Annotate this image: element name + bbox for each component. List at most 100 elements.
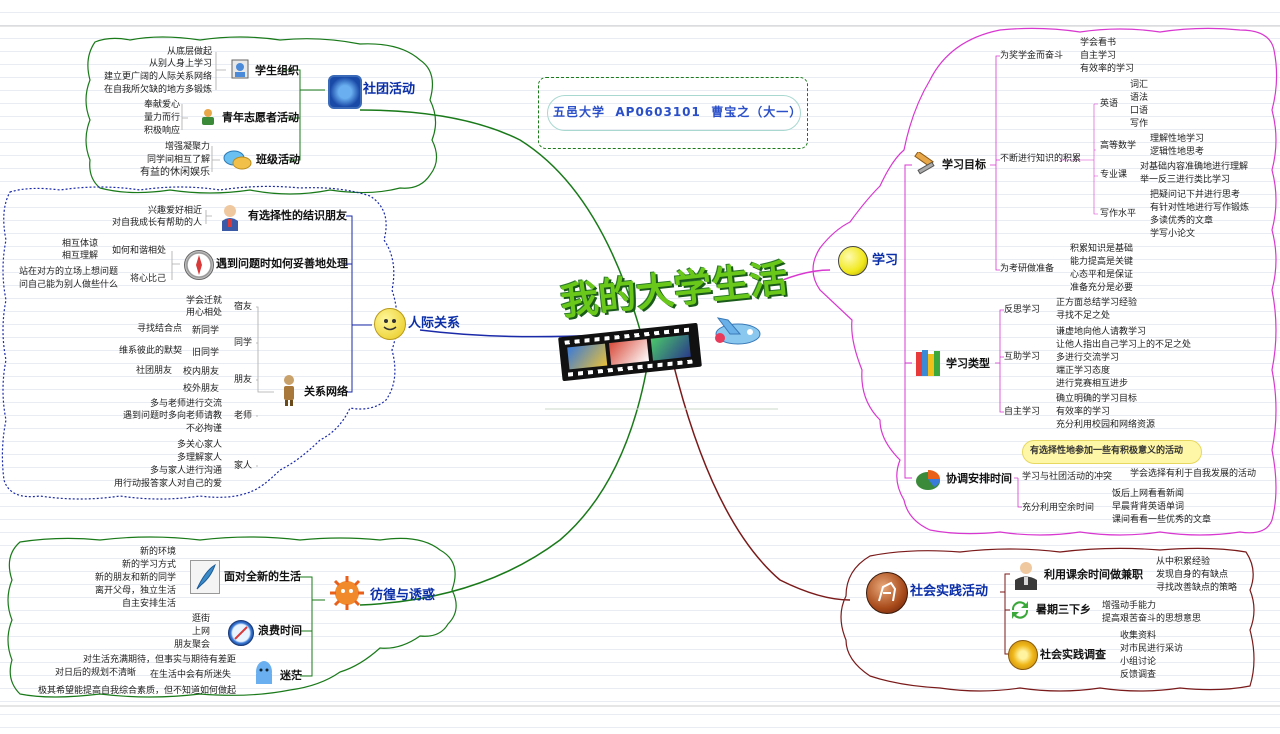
node-text: 旧同学 xyxy=(192,348,220,358)
problems-label: 遇到问题时如何妥善地处理 xyxy=(216,257,348,270)
node-text: 正方面总结学习经验 xyxy=(1056,298,1138,308)
node-text: 对基础内容准确地进行理解 xyxy=(1140,162,1249,172)
club-label: 社团活动 xyxy=(363,82,416,97)
node-text: 英语 xyxy=(1100,99,1119,109)
people-network-icon xyxy=(278,374,300,406)
node-text: 极其希望能提高自我综合素质，但不知道如何做起 xyxy=(37,686,236,696)
club-activity-icon xyxy=(328,75,362,109)
compass-icon xyxy=(184,250,214,280)
node-text: 确立明确的学习目标 xyxy=(1056,394,1138,404)
study-cloud-border xyxy=(812,27,1278,536)
node-text: 准备充分是必要 xyxy=(1070,283,1134,293)
branch-hesitation xyxy=(359,349,651,606)
branch-study xyxy=(759,269,831,291)
airplane-icon xyxy=(710,312,762,352)
node-text: 新的学习方式 xyxy=(121,560,176,570)
friends-label: 有选择性的结识朋友 xyxy=(248,209,347,222)
node-text: 心态平和是保证 xyxy=(1070,270,1134,280)
new-life-label: 面对全新的生活 xyxy=(224,570,301,583)
node-text: 让他人指出自己学习上的不足之处 xyxy=(1056,340,1192,350)
node-text: 发现自身的有缺点 xyxy=(1156,570,1229,580)
node-text: 学习与社团活动的冲突 xyxy=(1022,472,1113,482)
node-text: 自主学习 xyxy=(1004,407,1041,417)
node-text: 校内朋友 xyxy=(183,367,220,377)
node-text: 充分利用校园和网络资源 xyxy=(1056,420,1156,430)
node-text: 高等数学 xyxy=(1100,141,1137,151)
node-text: 量力而行 xyxy=(143,113,180,123)
node-text: 把疑问记下并进行思考 xyxy=(1150,190,1241,200)
network-label: 关系网络 xyxy=(304,385,348,398)
node-text: 逛街 xyxy=(191,614,210,624)
node-text: 朋友聚会 xyxy=(173,640,210,650)
node-text: 有效率的学习 xyxy=(1080,64,1135,74)
node-text: 社团朋友 xyxy=(135,366,172,376)
node-text: 朋友 xyxy=(234,375,253,385)
smiley-icon xyxy=(374,308,406,340)
node-text: 反馈调查 xyxy=(1120,670,1157,680)
node-text: 家人 xyxy=(234,461,253,471)
node-text: 多进行交流学习 xyxy=(1056,353,1120,363)
node-text: 不断进行知识的积累 xyxy=(1000,154,1082,164)
node-text: 写作水平 xyxy=(1100,209,1137,219)
node-text: 写作 xyxy=(1130,119,1149,129)
node-text: 从别人身上学习 xyxy=(148,59,212,69)
node-text: 充分利用空余时间 xyxy=(1022,503,1095,513)
node-text: 从底层做起 xyxy=(166,47,212,57)
person-icon xyxy=(218,203,242,231)
node-text: 在自我所欠缺的地方多锻炼 xyxy=(103,85,212,95)
node-text: 积极响应 xyxy=(143,126,180,136)
node-text: 问自己能为别人做些什么 xyxy=(18,280,118,290)
node-text: 学会迁就 xyxy=(185,296,222,306)
branch-practice xyxy=(669,349,851,601)
info-box-inner xyxy=(547,95,801,131)
books-icon xyxy=(914,348,942,378)
practice-label: 社会实践活动 xyxy=(910,584,989,599)
node-text: 用心相处 xyxy=(185,308,222,318)
node-text: 增强动手能力 xyxy=(1102,601,1157,611)
node-text: 新的朋友和新的同学 xyxy=(94,573,176,583)
info-text: 五邑大学 AP0603101 曹宝之（大一） xyxy=(553,105,803,119)
node-text: 理解性地学习 xyxy=(1150,134,1205,144)
node-text: 相互体谅 xyxy=(61,239,98,249)
node-text: 反思学习 xyxy=(1004,305,1041,315)
worker-icon xyxy=(1012,560,1040,590)
node-text: 同学 xyxy=(234,338,253,348)
node-text: 对日后的规划不清晰 xyxy=(54,668,136,678)
node-text: 早晨背背英语单词 xyxy=(1112,502,1185,512)
node-text: 不必拘谨 xyxy=(185,424,222,434)
node-text: 谦虚地向他人请教学习 xyxy=(1056,327,1147,337)
feather-pen-icon xyxy=(190,560,220,594)
node-text: 新同学 xyxy=(192,326,220,336)
class-activity-icon xyxy=(222,148,252,172)
waste-time-label: 浪费时间 xyxy=(258,624,302,637)
time-note-text: 有选择性地参加一些有积极意义的活动 xyxy=(1030,446,1184,456)
node-text: 从中积累经验 xyxy=(1156,557,1211,567)
node-text: 相互理解 xyxy=(61,251,98,261)
countryside-label: 暑期三下乡 xyxy=(1036,603,1091,616)
node-text: 语法 xyxy=(1130,93,1149,103)
study-orb-icon xyxy=(838,246,868,276)
info-box: 五邑大学 AP0603101 曹宝之（大一） xyxy=(538,77,808,149)
node-text: 宿友 xyxy=(234,302,253,312)
node-text: 端正学习态度 xyxy=(1056,366,1111,376)
tools-icon xyxy=(912,150,938,178)
node-text: 积累知识是基础 xyxy=(1070,244,1134,254)
node-text: 老师 xyxy=(234,411,253,421)
student-org-label: 学生组织 xyxy=(255,64,299,77)
parttime-label: 利用课余时间做兼职 xyxy=(1044,568,1143,581)
hesitation-label: 彷徨与诱惑 xyxy=(370,588,436,603)
node-text: 将心比己 xyxy=(130,274,167,284)
club-cloud-border xyxy=(85,36,438,195)
node-text: 逻辑性地思考 xyxy=(1150,147,1205,157)
node-text: 维系彼此的默契 xyxy=(118,346,182,356)
student-org-icon xyxy=(230,58,252,82)
node-text: 在生活中会有所迷失 xyxy=(150,670,232,680)
node-text: 为奖学金而奋斗 xyxy=(1000,51,1064,61)
node-text: 对市民进行采访 xyxy=(1120,644,1184,654)
node-text: 提高艰苦奋斗的思想意思 xyxy=(1102,614,1202,624)
study-label: 学习 xyxy=(872,253,899,268)
practice-cloud-border xyxy=(840,547,1255,692)
node-text: 对自我成长有帮助的人 xyxy=(111,218,202,228)
